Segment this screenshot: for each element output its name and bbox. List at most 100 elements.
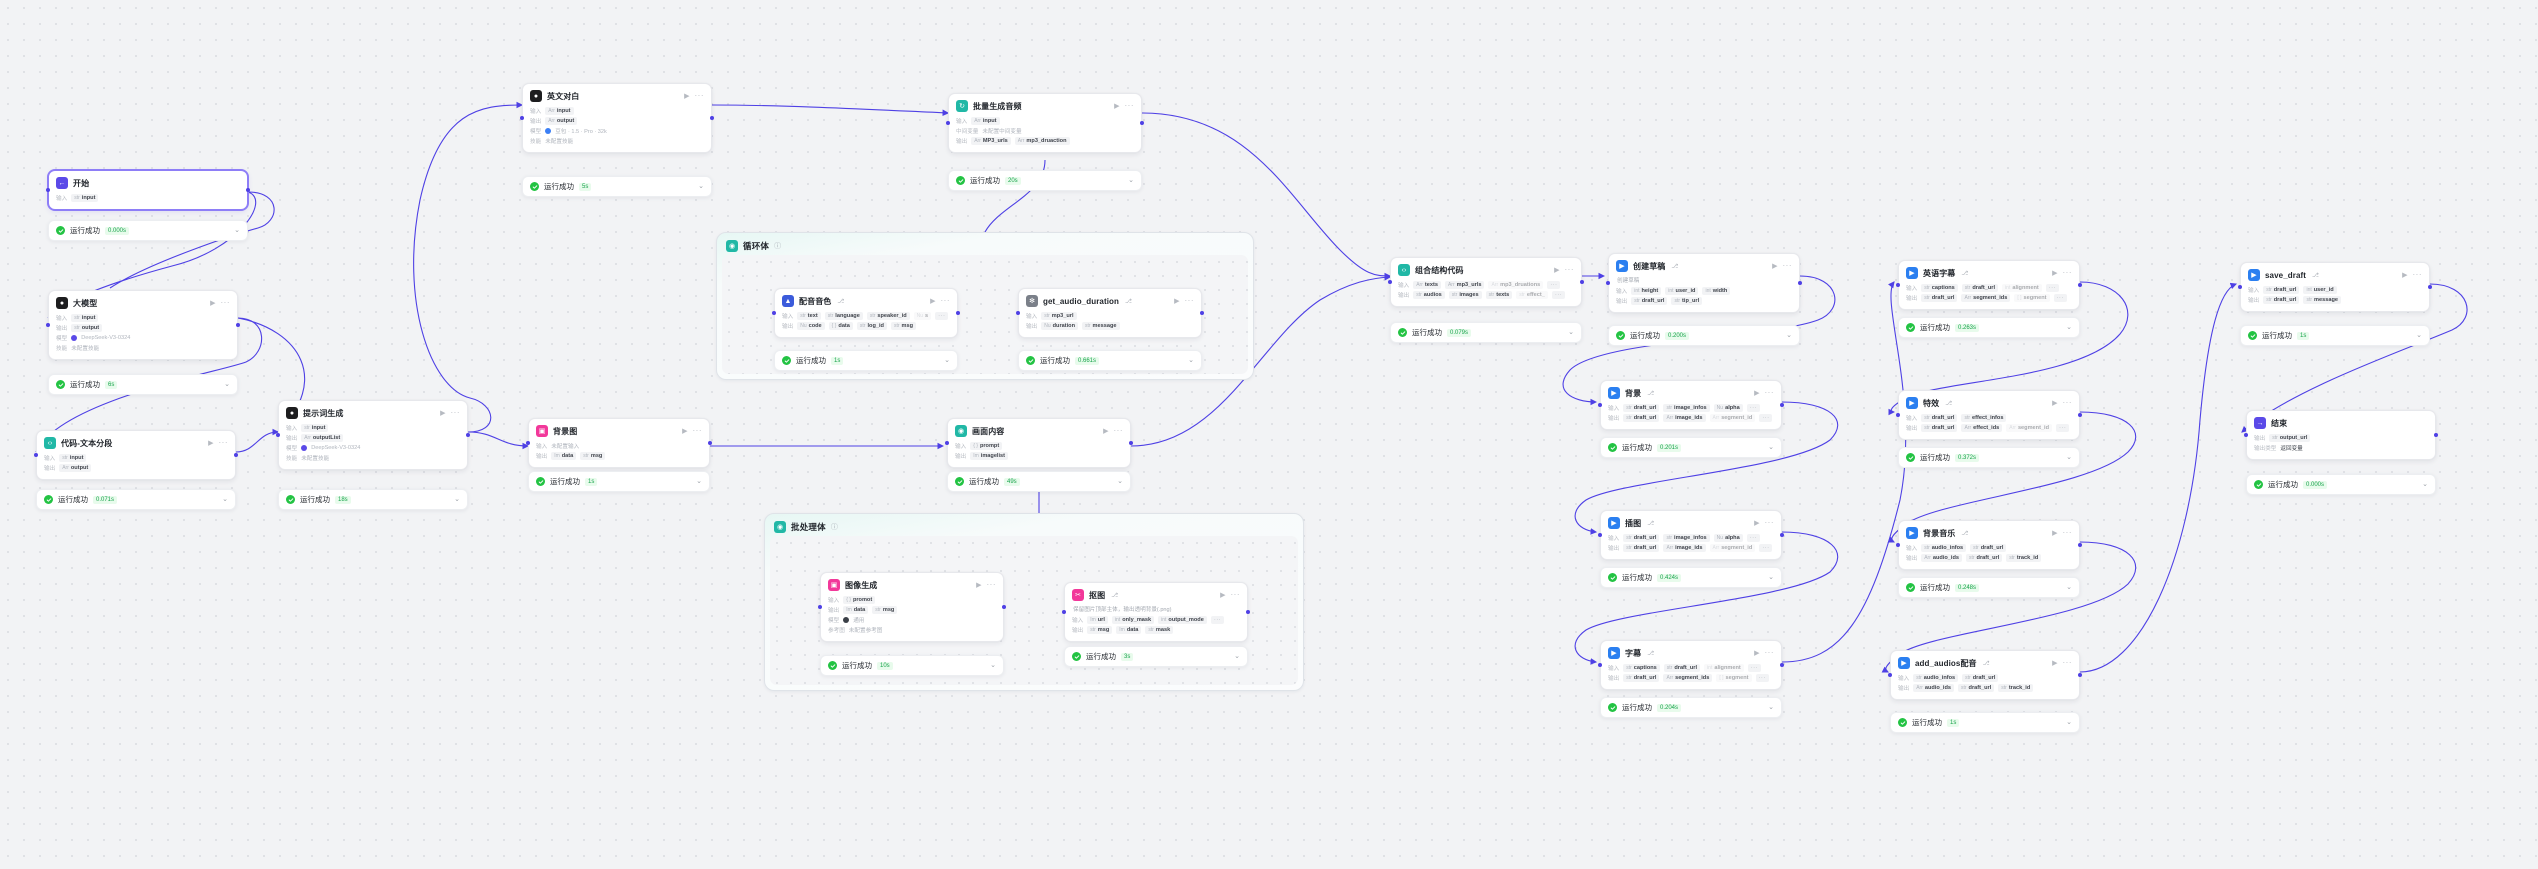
run-node-icon[interactable]: ▶	[440, 410, 446, 417]
node-menu-icon[interactable]: ···	[2062, 528, 2072, 537]
chevron-down-icon[interactable]: ⌄	[2066, 719, 2072, 726]
chevron-down-icon[interactable]: ⌄	[1128, 177, 1134, 184]
output-port[interactable]	[2434, 433, 2438, 437]
input-port[interactable]	[1062, 610, 1066, 614]
chevron-down-icon[interactable]: ⌄	[2416, 332, 2422, 339]
node-menu-icon[interactable]: ···	[1124, 101, 1134, 110]
input-port[interactable]	[1598, 403, 1602, 407]
output-port[interactable]	[1200, 311, 1204, 315]
more-icon[interactable]: ···	[1747, 664, 1761, 672]
more-icon[interactable]: ···	[1746, 404, 1760, 412]
run-node-icon[interactable]: ▶	[684, 93, 690, 100]
run-node-icon[interactable]: ▶	[1220, 592, 1226, 599]
chevron-down-icon[interactable]: ⌄	[1568, 329, 1574, 336]
chevron-down-icon[interactable]: ⌄	[696, 478, 702, 485]
more-icon[interactable]: ···	[2053, 294, 2067, 302]
output-port[interactable]	[1140, 121, 1144, 125]
more-icon[interactable]: ···	[1210, 616, 1225, 624]
node-menu-icon[interactable]: ···	[1764, 648, 1774, 657]
output-port[interactable]	[710, 116, 714, 120]
run-node-icon[interactable]: ▶	[1772, 263, 1778, 270]
input-port[interactable]	[526, 441, 530, 445]
more-icon[interactable]: ···	[1759, 414, 1773, 422]
run-node-icon[interactable]: ▶	[1114, 103, 1120, 110]
input-port[interactable]	[520, 116, 524, 120]
node-menu-icon[interactable]: ···	[2062, 268, 2072, 277]
run-node-icon[interactable]: ▶	[1754, 650, 1760, 657]
output-port[interactable]	[1129, 441, 1133, 445]
node-menu-icon[interactable]: ···	[220, 298, 230, 307]
node-menu-icon[interactable]: ···	[692, 426, 702, 435]
input-port[interactable]	[946, 121, 950, 125]
input-port[interactable]	[2238, 285, 2242, 289]
chevron-down-icon[interactable]: ⌄	[1768, 574, 1774, 581]
output-port[interactable]	[1798, 281, 1802, 285]
run-node-icon[interactable]: ▶	[208, 440, 214, 447]
chevron-down-icon[interactable]: ⌄	[944, 357, 950, 364]
input-port[interactable]	[1598, 663, 1602, 667]
output-port[interactable]	[236, 323, 240, 327]
node-menu-icon[interactable]: ···	[1782, 261, 1792, 270]
output-port[interactable]	[956, 311, 960, 315]
output-port[interactable]	[466, 433, 470, 437]
input-port[interactable]	[46, 323, 50, 327]
more-icon[interactable]: ···	[1547, 281, 1561, 289]
input-port[interactable]	[1896, 283, 1900, 287]
input-port[interactable]	[46, 188, 50, 192]
node-menu-icon[interactable]: ···	[218, 438, 228, 447]
node-menu-icon[interactable]: ···	[1184, 296, 1194, 305]
run-node-icon[interactable]: ▶	[2052, 530, 2058, 537]
chevron-down-icon[interactable]: ⌄	[1768, 444, 1774, 451]
output-port[interactable]	[2078, 283, 2082, 287]
run-node-icon[interactable]: ▶	[1103, 428, 1109, 435]
run-node-icon[interactable]: ▶	[210, 300, 216, 307]
chevron-down-icon[interactable]: ⌄	[1786, 332, 1792, 339]
output-port[interactable]	[708, 441, 712, 445]
chevron-down-icon[interactable]: ⌄	[1768, 704, 1774, 711]
run-node-icon[interactable]: ▶	[2052, 270, 2058, 277]
node-menu-icon[interactable]: ···	[1230, 590, 1240, 599]
chevron-down-icon[interactable]: ⌄	[2066, 324, 2072, 331]
chevron-down-icon[interactable]: ⌄	[1188, 357, 1194, 364]
chevron-down-icon[interactable]: ⌄	[698, 183, 704, 190]
node-menu-icon[interactable]: ···	[2412, 270, 2422, 279]
run-node-icon[interactable]: ▶	[2052, 660, 2058, 667]
input-port[interactable]	[1016, 311, 1020, 315]
chevron-down-icon[interactable]: ⌄	[2066, 584, 2072, 591]
node-menu-icon[interactable]: ···	[940, 296, 950, 305]
run-node-icon[interactable]: ▶	[2402, 272, 2408, 279]
node-menu-icon[interactable]: ···	[1764, 518, 1774, 527]
input-port[interactable]	[818, 605, 822, 609]
run-node-icon[interactable]: ▶	[1754, 390, 1760, 397]
more-icon[interactable]: ···	[1746, 534, 1760, 542]
chevron-down-icon[interactable]: ⌄	[2422, 481, 2428, 488]
input-port[interactable]	[1888, 673, 1892, 677]
node-menu-icon[interactable]: ···	[1764, 388, 1774, 397]
output-port[interactable]	[1246, 610, 1250, 614]
chevron-down-icon[interactable]: ⌄	[1234, 653, 1240, 660]
chevron-down-icon[interactable]: ⌄	[2066, 454, 2072, 461]
